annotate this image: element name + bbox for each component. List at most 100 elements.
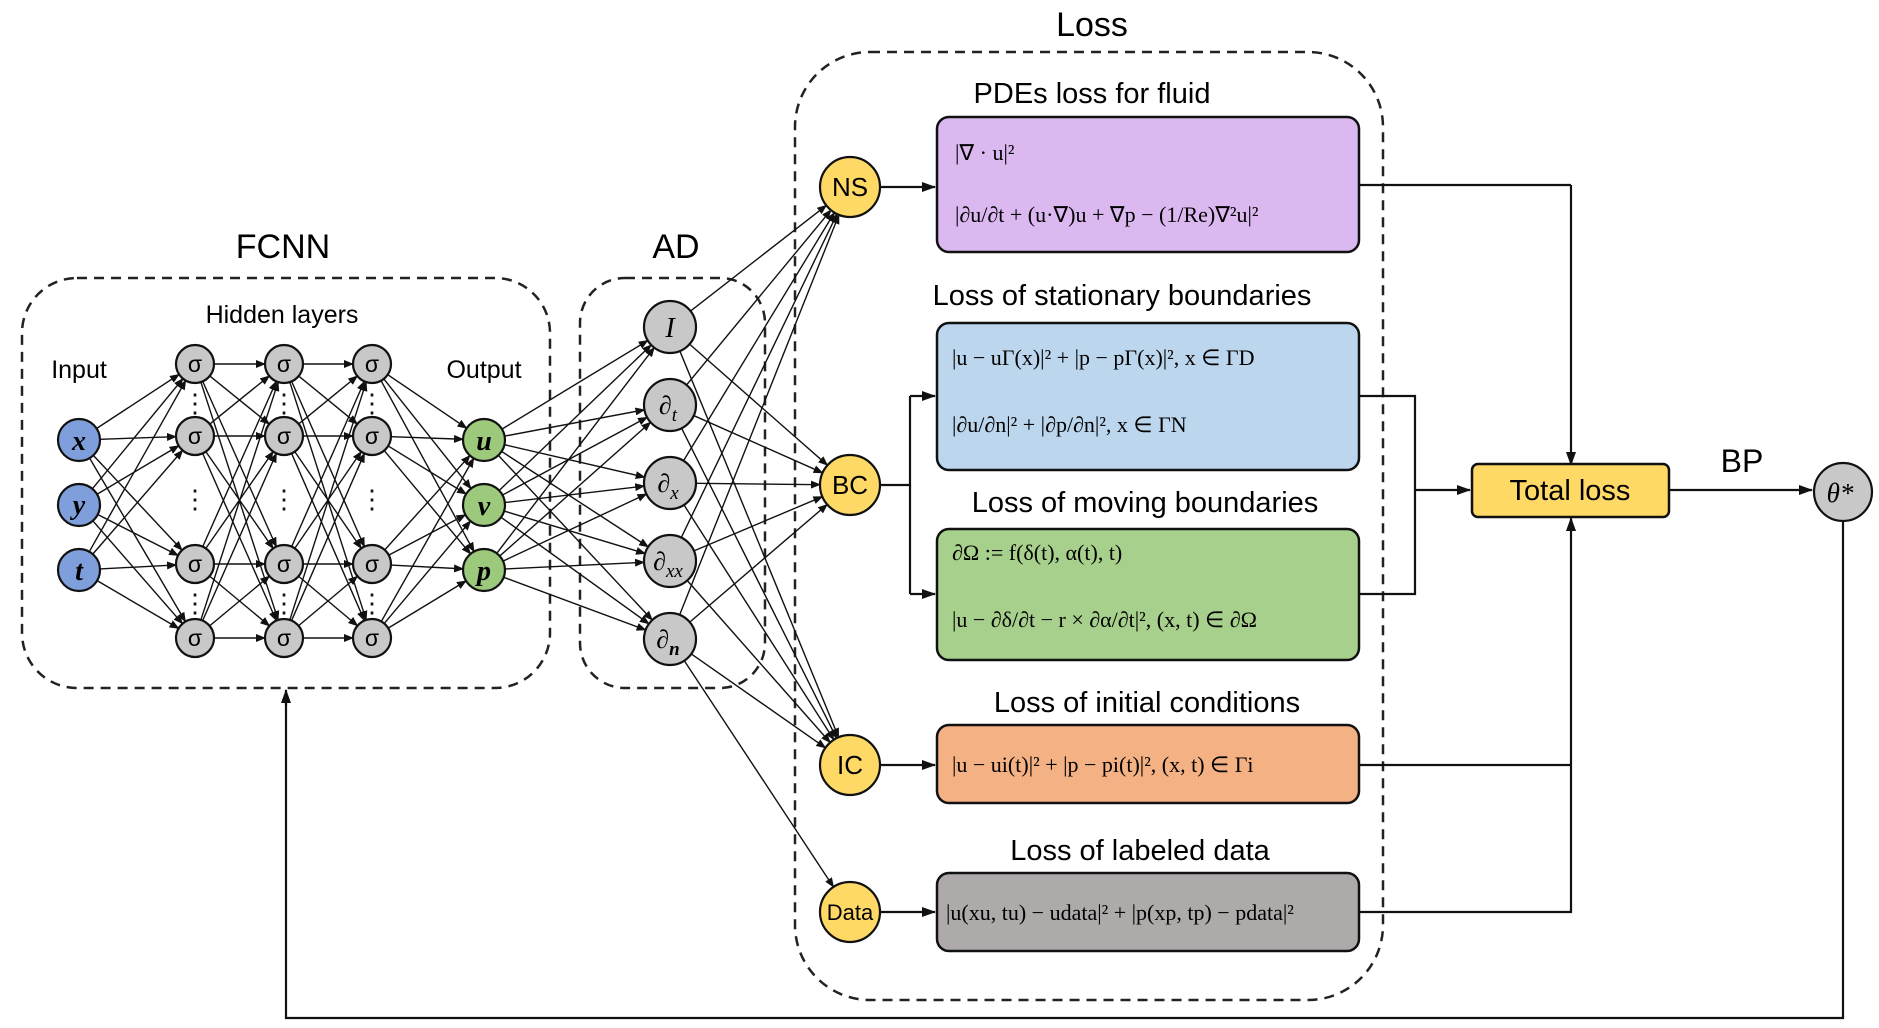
input-node-x — [56, 417, 102, 463]
stationary-eq-dirichlet: |u − uΓ(x)|² + |p − pΓ(x)|², x ∈ ΓD — [952, 345, 1255, 370]
network-edge — [88, 379, 187, 553]
total-loss-arrows — [1359, 183, 1576, 914]
bp-label: BP — [1721, 443, 1764, 479]
network-edge — [298, 575, 359, 627]
network-edge — [683, 504, 835, 741]
ad-frame — [578, 276, 767, 690]
ad-title: AD — [652, 228, 699, 266]
ad-identity-label: I — [664, 313, 676, 344]
input-node-t — [56, 547, 102, 593]
svg-text:⋮: ⋮ — [271, 389, 297, 418]
data-label: Data — [827, 900, 874, 925]
network-edge — [383, 378, 472, 490]
network-edge — [99, 432, 178, 441]
input-y-label: y — [70, 490, 86, 521]
network-edge — [380, 457, 475, 622]
network-edge — [496, 346, 655, 554]
moving-eq-velocity: |u − ∂δ/∂t − r × ∂α/∂t|², (x, t) ∈ ∂Ω — [952, 607, 1257, 632]
network-edge — [690, 653, 827, 749]
network-edge — [693, 414, 824, 474]
network-edge — [390, 434, 465, 443]
loss-term-nodes: NS BC IC Data — [818, 155, 882, 944]
network-edge — [504, 444, 646, 480]
moving-eq-domain: ∂Ω := f(δ(t), α(t), t) — [952, 540, 1122, 565]
network-edge — [387, 445, 467, 495]
hidden-node-label: σ — [188, 351, 202, 377]
network-edge — [383, 520, 472, 624]
hidden-node — [263, 415, 305, 457]
input-node-y — [56, 482, 102, 528]
hidden-node — [263, 617, 305, 659]
hidden-node — [351, 415, 393, 457]
network-edge — [502, 416, 648, 496]
input-nodes: x y t — [56, 417, 102, 593]
network-edge — [202, 452, 277, 621]
network-edge — [689, 503, 828, 623]
hidden-node — [351, 617, 393, 659]
hidden-node — [174, 415, 216, 457]
loss-node-arrows — [880, 182, 936, 917]
network-edge — [686, 209, 832, 386]
output-nodes: u v p — [461, 417, 507, 593]
hidden-node-label: σ — [365, 351, 379, 377]
hidden-node — [174, 617, 216, 659]
network-edge — [290, 452, 366, 621]
ad-node-dxx — [642, 533, 698, 589]
network-edge — [693, 496, 824, 552]
data-eq: |u(xu, tu) − udata|² + |p(xp, tp) − pdat… — [946, 900, 1294, 925]
network-edge — [91, 377, 184, 490]
hidden-node-label: σ — [365, 551, 379, 577]
ad-node-identity — [642, 299, 698, 355]
fcnn-title: FCNN — [236, 228, 330, 266]
hidden-node-label: σ — [188, 551, 202, 577]
network-edge — [500, 516, 650, 625]
ns-label: NS — [832, 172, 868, 202]
stationary-loss-title: Loss of stationary boundaries — [933, 280, 1312, 312]
network-edge — [202, 380, 277, 547]
hidden-node — [351, 343, 393, 385]
input-t-label: t — [75, 556, 84, 587]
network-edge — [682, 211, 836, 462]
data-loss-title: Loss of labeled data — [1010, 835, 1270, 867]
hidden-node-label: σ — [365, 625, 379, 651]
hidden-node-label: σ — [277, 423, 291, 449]
output-node-u — [461, 417, 507, 463]
network-edge — [291, 380, 365, 547]
hidden-node — [263, 343, 305, 385]
stationary-eq-neumann: |∂u/∂n|² + |∂p/∂n|², x ∈ ΓN — [952, 412, 1187, 437]
input-label: Input — [51, 356, 107, 384]
hidden-node-label: σ — [277, 551, 291, 577]
network-edge — [388, 514, 467, 556]
output-p-label: p — [475, 556, 491, 587]
network-edge — [96, 445, 180, 495]
network-edge — [298, 375, 359, 425]
network-edge — [380, 380, 475, 553]
feedback-path — [284, 521, 1845, 1020]
network-edge — [289, 381, 368, 621]
network-edge — [89, 457, 186, 623]
svg-text:⋮: ⋮ — [182, 485, 208, 514]
moving-loss-title: Loss of moving boundaries — [972, 487, 1319, 519]
bc-label: BC — [832, 470, 868, 500]
network-edge — [97, 513, 179, 557]
hidden-node-label: σ — [277, 625, 291, 651]
network-edge — [96, 373, 180, 430]
network-edge — [686, 580, 831, 744]
network-edge — [681, 427, 838, 740]
pde-loss-title: PDEs loss for fluid — [974, 78, 1211, 110]
hidden-node-label: σ — [277, 351, 291, 377]
loss-frame — [793, 50, 1385, 1002]
network-edge — [503, 510, 647, 555]
network-edge — [504, 407, 646, 437]
pde-eq-momentum: |∂u/∂t + (u·∇)u + ∇p − (1/Re)∇²u|² — [955, 202, 1259, 227]
ad-node-dt — [642, 377, 698, 433]
hidden-layers-label: Hidden layers — [206, 301, 359, 329]
network-edge — [209, 575, 271, 627]
hidden-node-label: σ — [188, 625, 202, 651]
output-label: Output — [446, 356, 521, 384]
hidden-node — [263, 543, 305, 585]
ad-node-dx — [642, 455, 698, 511]
network-edge — [390, 564, 465, 573]
ad-edges — [496, 204, 840, 888]
